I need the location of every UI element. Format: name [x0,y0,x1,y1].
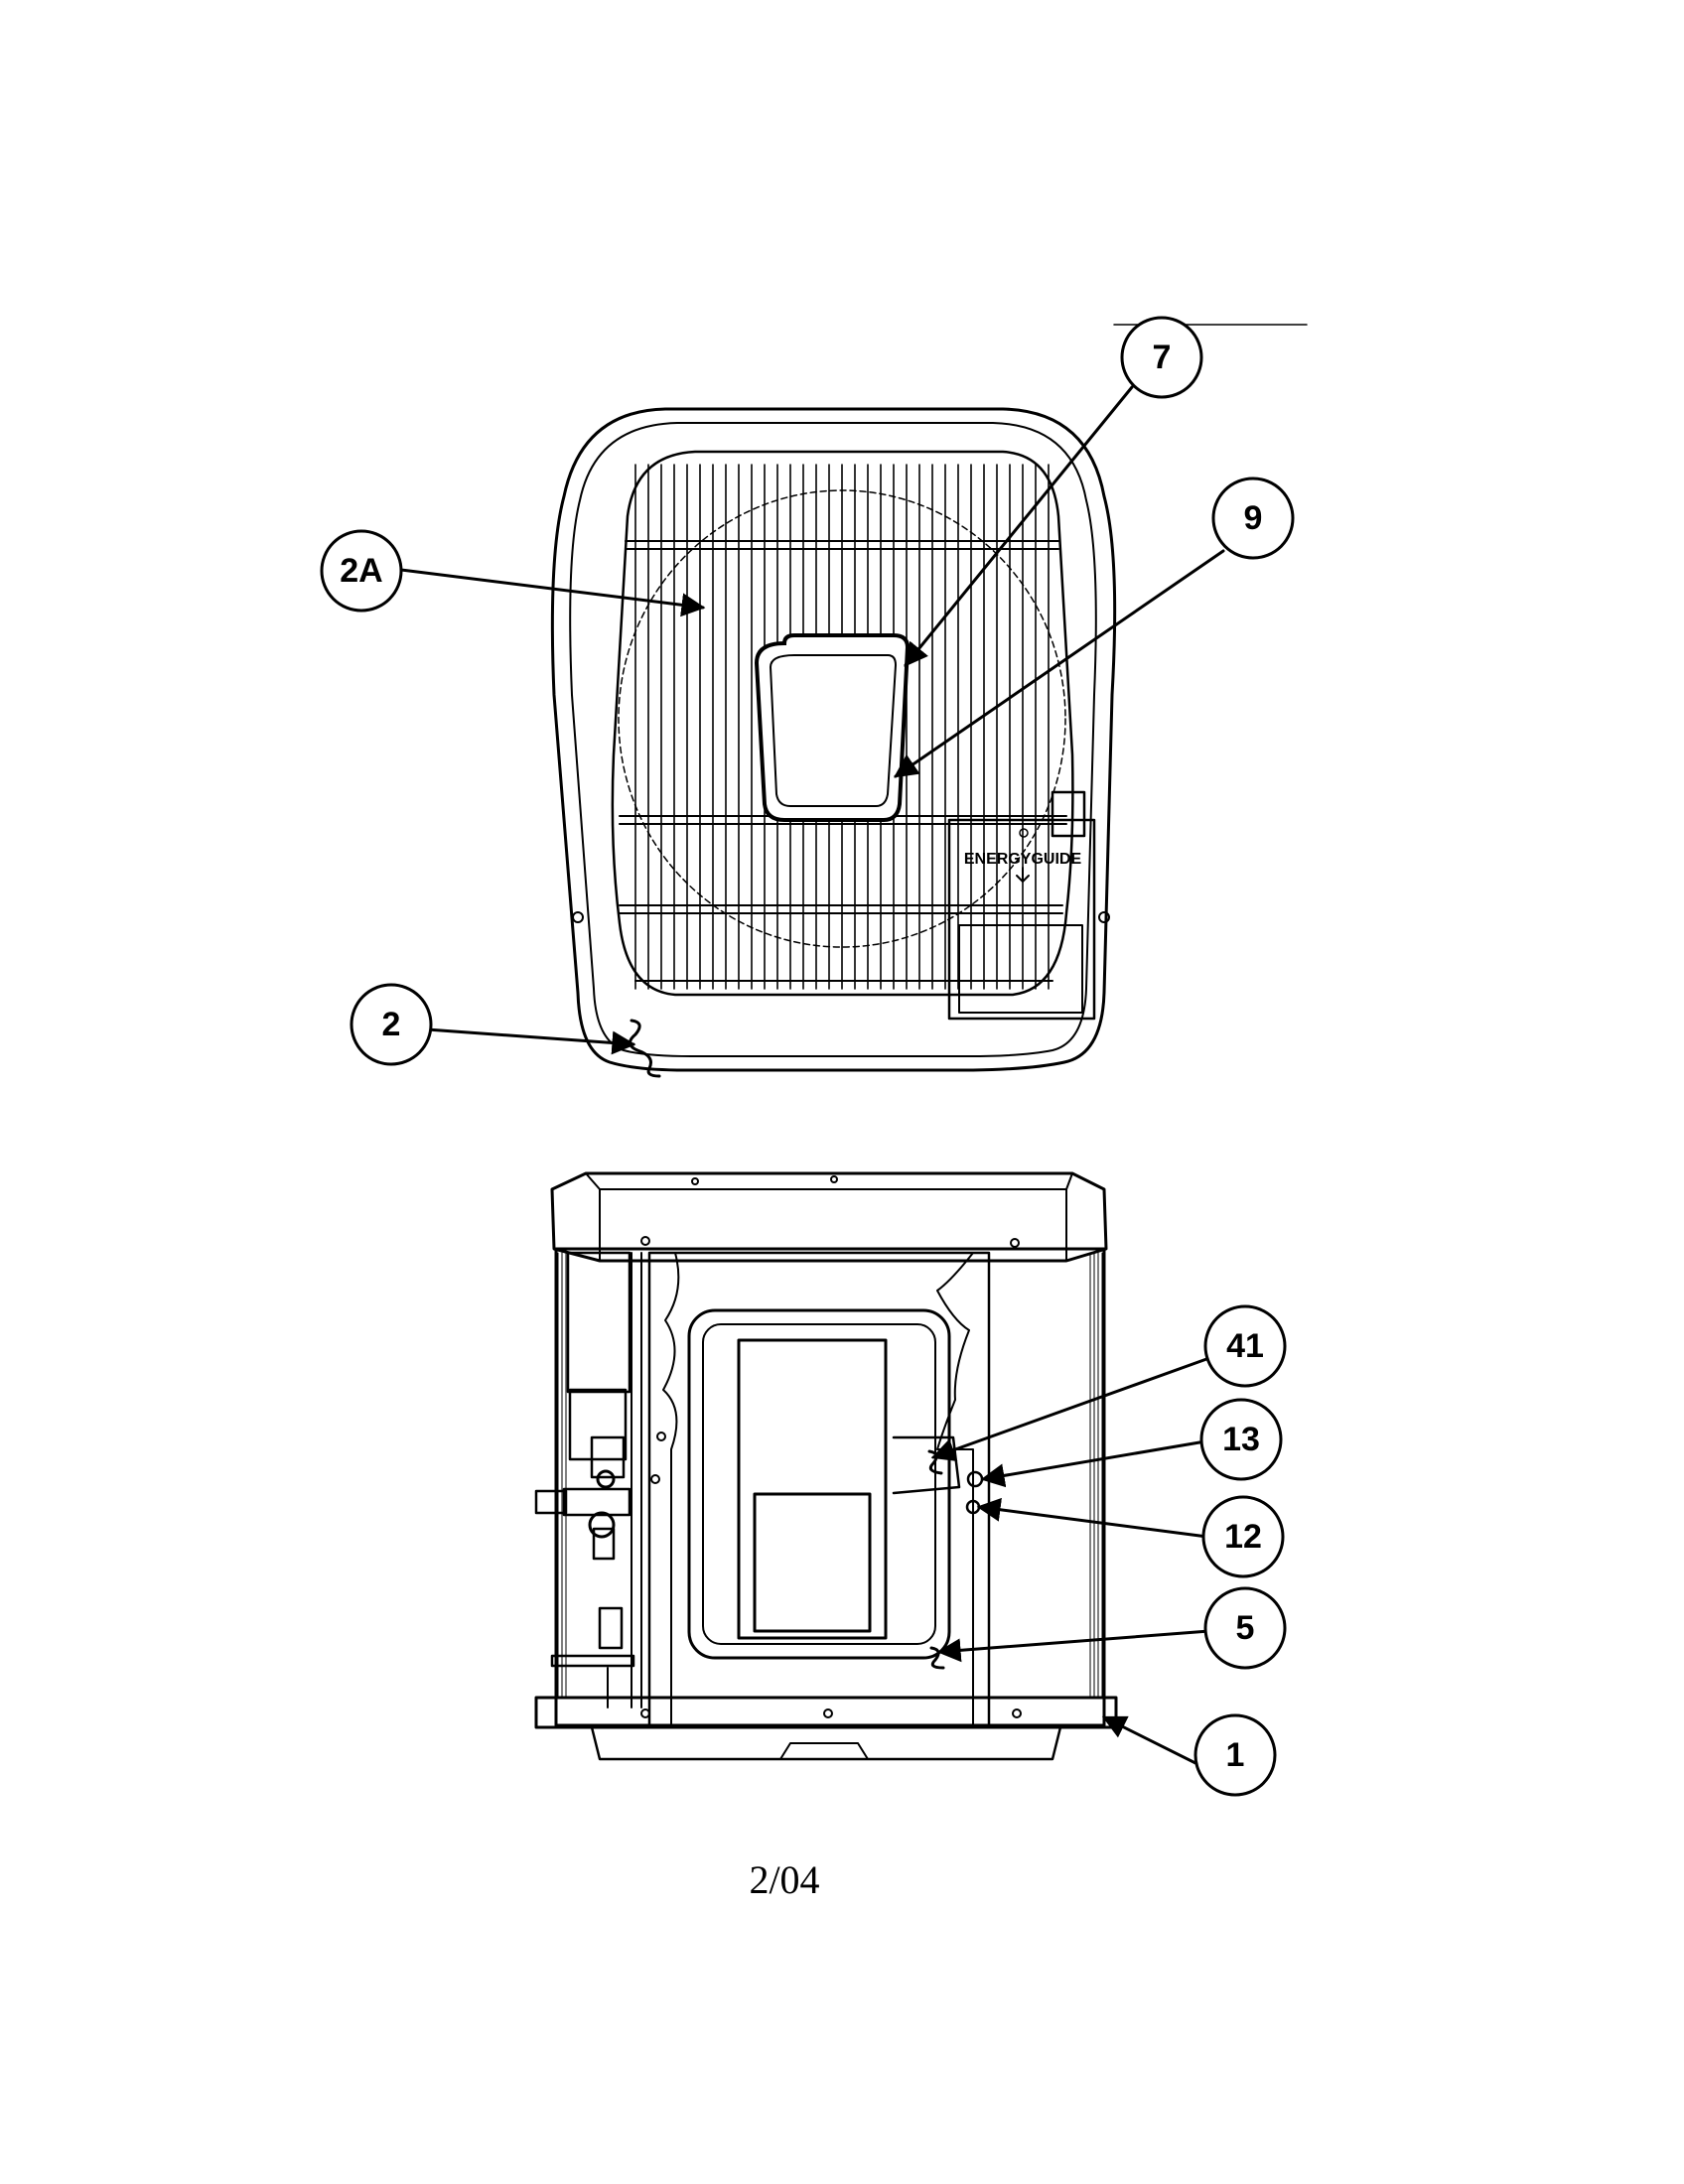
callout-2a-label: 2A [340,552,382,590]
coil-fins-right [1089,1252,1103,1699]
service-valves [534,1435,635,1708]
callout-5-label: 5 [1236,1609,1255,1647]
callout-2a: 2A [320,529,403,613]
part-2-squiggle [629,1019,661,1078]
side-body [554,1247,1106,1727]
fan-hub-guard-inner [769,654,898,807]
compressor-window-outer [687,1308,951,1660]
callout-2: 2 [350,983,433,1066]
callout-13-label: 13 [1222,1421,1260,1458]
top-housing-outer [550,407,1117,1072]
callout-13: 13 [1199,1398,1283,1481]
access-panel [647,1251,991,1727]
coil-fins-left [557,1252,567,1699]
callout-41: 41 [1203,1304,1287,1388]
callout-9: 9 [1211,477,1295,560]
callout-12-label: 12 [1224,1518,1262,1556]
energyguide-tag: ENERGYGUIDE [947,790,1096,1021]
footer-date: 2/04 [749,1857,820,1902]
callout-7-label: 7 [1153,339,1172,376]
callout-41-label: 41 [1226,1327,1264,1365]
grille-frame [611,450,1074,997]
side-view-unit [534,1171,1118,1761]
callout-7: 7 [1120,316,1203,399]
top-view-unit: ENERGYGUIDE [550,407,1117,1078]
energyguide-label: ENERGYGUIDE [964,851,1082,868]
top-housing-inner [569,422,1097,1057]
leader-lines [399,385,1225,1769]
callout-2-label: 2 [382,1006,401,1043]
callout-1-label: 1 [1226,1736,1245,1774]
callout-9-label: 9 [1244,499,1263,537]
callout-12: 12 [1201,1495,1285,1578]
callout-5: 5 [1203,1586,1287,1670]
side-base [534,1696,1118,1729]
callout-1: 1 [1193,1713,1277,1797]
